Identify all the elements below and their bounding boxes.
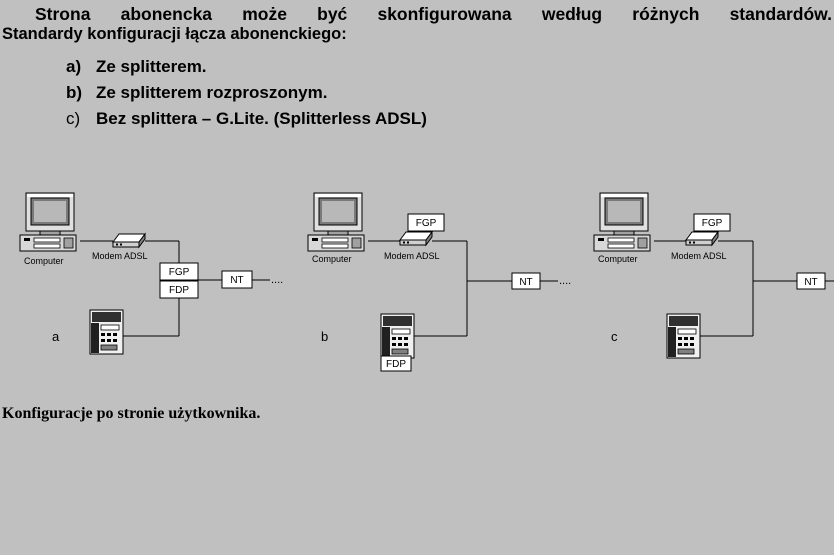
modem-icon: [112, 233, 146, 248]
fgp-label: FGP: [702, 218, 723, 229]
phone-icon: [666, 313, 701, 359]
variant-label-c: c: [611, 329, 618, 344]
computer-label: Computer: [598, 254, 638, 264]
variant-label-b: b: [321, 329, 328, 344]
nt-label: NT: [519, 277, 532, 288]
variant-label-a: a: [52, 329, 60, 344]
phone-icon: [380, 313, 415, 359]
nt-label: NT: [230, 275, 243, 286]
list-item: c) Bez splittera – G.Lite. (Splitterless…: [66, 106, 427, 132]
intro-line-2: Standardy konfiguracji łącza abonenckieg…: [2, 25, 347, 43]
computer-label: Computer: [24, 256, 64, 266]
list-item: b) Ze splitterem rozproszonym.: [66, 80, 427, 106]
list-item-letter: b): [66, 83, 83, 102]
fgp-label: FGP: [416, 218, 437, 229]
fgp-box: [407, 213, 445, 232]
fdp-label: FDP: [386, 359, 406, 370]
fdp-box: [380, 355, 412, 372]
continuation-dots: ....: [559, 275, 571, 287]
computer-icon: [593, 192, 651, 252]
list-item-text: Bez splittera – G.Lite. (Splitterless AD…: [96, 109, 427, 128]
modem-icon: [399, 231, 433, 246]
list-item-letter: c): [66, 109, 81, 128]
figure-caption: Konfiguracje po stronie użytkownika.: [2, 405, 261, 422]
modem-label: Modem ADSL: [92, 251, 148, 261]
computer-label: Computer: [312, 254, 352, 264]
variant-c: Computer FGP Modem ADSL NT c: [593, 192, 834, 359]
nt-label: NT: [804, 277, 817, 288]
intro-line-1: Strona abonencka może być skonfigurowana…: [35, 4, 832, 24]
standards-list: a) Ze splitterem. b) Ze splitterem rozpr…: [66, 54, 427, 132]
list-item-text: Ze splitterem rozproszonym.: [96, 83, 328, 102]
fgp-box: [159, 262, 199, 281]
computer-icon: [307, 192, 365, 252]
list-item-text: Ze splitterem.: [96, 57, 207, 76]
list-item: a) Ze splitterem.: [66, 54, 427, 80]
fgp-box: [693, 213, 731, 232]
list-item-letter: a): [66, 57, 82, 76]
modem-label: Modem ADSL: [384, 251, 440, 261]
intro-text: Strona abonencka może być skonfigurowana…: [2, 3, 832, 45]
fgp-label: FGP: [169, 267, 190, 278]
fdp-label: FDP: [169, 285, 189, 296]
modem-icon: [685, 231, 719, 246]
modem-label: Modem ADSL: [671, 251, 727, 261]
variant-a: Computer Modem ADSL FGP FDP NT .... a: [19, 192, 283, 355]
computer-icon: [19, 192, 77, 252]
variant-b: Computer FGP Modem ADSL NT .... FDP b: [307, 192, 571, 372]
phone-icon: [89, 309, 124, 355]
continuation-dots: ....: [271, 274, 283, 286]
